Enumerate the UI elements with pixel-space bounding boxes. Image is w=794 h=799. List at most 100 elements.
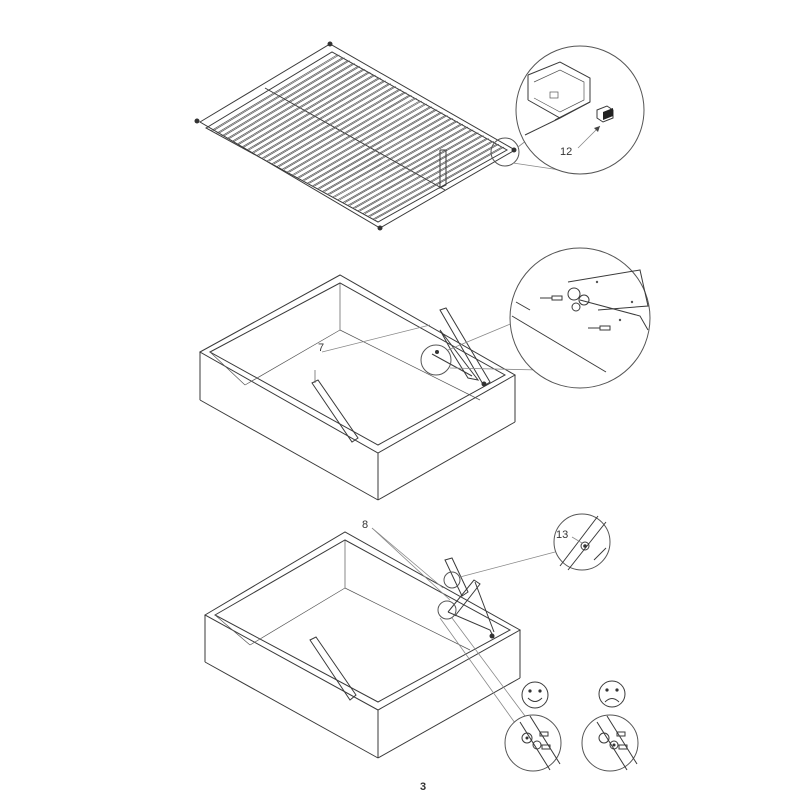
- lift-arm-pivot: [489, 633, 495, 639]
- frame-lift-bracket: [439, 149, 447, 189]
- hinge-pivot-ring: [532, 740, 542, 750]
- frame-slat: [299, 103, 428, 179]
- frame-slat: [367, 143, 497, 217]
- frame-slat: [301, 106, 430, 181]
- screw-hole: [618, 318, 622, 322]
- hinge-pivot-ring: [578, 294, 590, 306]
- frame-slat: [226, 63, 353, 140]
- frame-slat: [372, 146, 503, 220]
- detail-zoom-circle: [515, 45, 645, 175]
- frame-slat: [337, 126, 466, 201]
- detail-marker-circle: [490, 137, 520, 167]
- box-wall-edge: [515, 301, 531, 311]
- detail-leader: [449, 367, 541, 371]
- box-top-rim: [203, 531, 522, 711]
- frame-slat: [215, 57, 343, 134]
- frame-slat: [347, 132, 477, 206]
- detail-marker-circle: [437, 600, 457, 620]
- frame-foot: [377, 225, 383, 231]
- frame-slat: [261, 83, 389, 159]
- frame-slat: [243, 71, 371, 148]
- lift-arm-pivot: [481, 381, 487, 387]
- detail-zoom-circle: [509, 247, 651, 389]
- frame-slat: [324, 117, 453, 192]
- step1-slatted-frame: [194, 41, 561, 231]
- hinge-plate-edge: [596, 721, 628, 771]
- hinge-plate-edge: [519, 721, 551, 771]
- frame-slat: [369, 143, 500, 217]
- frame-slat: [220, 60, 348, 137]
- box-inner-floor-edge: [209, 351, 246, 386]
- frowning-face-eye: [615, 688, 619, 692]
- hinge-plate: [567, 269, 649, 311]
- callout-leader-13: [571, 536, 583, 544]
- frame-slat: [273, 89, 402, 165]
- frame-slat: [294, 100, 422, 176]
- frame-slat: [276, 92, 405, 168]
- detail-marker-circle: [443, 571, 461, 589]
- frame-slat: [218, 57, 345, 134]
- box-wall-edge: [511, 315, 607, 373]
- frame-slat: [233, 66, 361, 143]
- frowning-face-eye: [605, 688, 609, 692]
- lift-arm-right: [439, 307, 491, 387]
- lift-arm-right-strut: [447, 579, 481, 617]
- frame-slat: [263, 83, 391, 159]
- box-inner-floor-edge: [214, 614, 251, 646]
- lift-arm-base: [431, 353, 473, 377]
- frame-slat: [304, 106, 433, 181]
- frame-slat: [231, 66, 358, 143]
- frame-foot: [327, 41, 333, 47]
- incorrect-orientation: [581, 680, 639, 772]
- frame-slat: [278, 92, 407, 168]
- rail-end-profile: [527, 61, 591, 119]
- detail-leader: [512, 162, 561, 171]
- box-inner-floor-edge: [344, 587, 471, 651]
- frame-slat: [271, 89, 400, 165]
- callout-13: 13: [556, 529, 568, 541]
- callout-12: 12: [560, 146, 572, 158]
- hinge-pivot-ring: [598, 732, 610, 744]
- frowning-face-icon: [598, 680, 626, 708]
- detail-zoom-circle: [553, 513, 611, 571]
- frame-slat: [246, 74, 374, 151]
- box-inner-floor-edge: [249, 587, 346, 646]
- box-bottom-edge: [377, 421, 516, 501]
- detail-leader: [459, 551, 556, 578]
- frame-slat: [238, 68, 366, 145]
- frame-slat: [309, 109, 438, 184]
- step3-storage-box: 8: [203, 519, 556, 759]
- frame-slat: [248, 74, 376, 151]
- frame-slat: [268, 86, 397, 162]
- lift-arm-pivot: [435, 350, 439, 354]
- callout-arrowhead: [594, 126, 600, 132]
- box-bottom-edge: [377, 677, 521, 759]
- smiley-face-eye: [538, 689, 542, 693]
- smiley-face-mouth: [527, 697, 543, 702]
- frame-slat: [357, 138, 487, 212]
- bolt: [616, 731, 626, 737]
- frame-slat: [258, 80, 386, 156]
- frame-slat: [228, 63, 355, 140]
- frame-slat: [283, 94, 412, 170]
- box-inner-rim: [208, 282, 507, 446]
- hinge-pivot-ring: [567, 287, 581, 301]
- lift-arm-right-link: [439, 329, 480, 381]
- frame-slat: [339, 126, 469, 201]
- step1-detail-zoom: 12: [515, 45, 645, 175]
- pivot-center: [525, 736, 529, 740]
- frame-slat: [241, 71, 369, 148]
- rail-edge: [593, 547, 607, 561]
- box-inner-rim: [213, 539, 512, 703]
- frame-slat: [364, 141, 494, 215]
- frame-slat: [359, 138, 489, 212]
- frame-slat: [286, 97, 415, 173]
- hinge-pivot-ring: [521, 732, 533, 744]
- frame-slat: [296, 103, 425, 179]
- correct-orientation: [504, 681, 562, 772]
- frame-slat: [213, 54, 340, 132]
- end-cap-part: [596, 105, 614, 123]
- rail-side: [524, 117, 561, 136]
